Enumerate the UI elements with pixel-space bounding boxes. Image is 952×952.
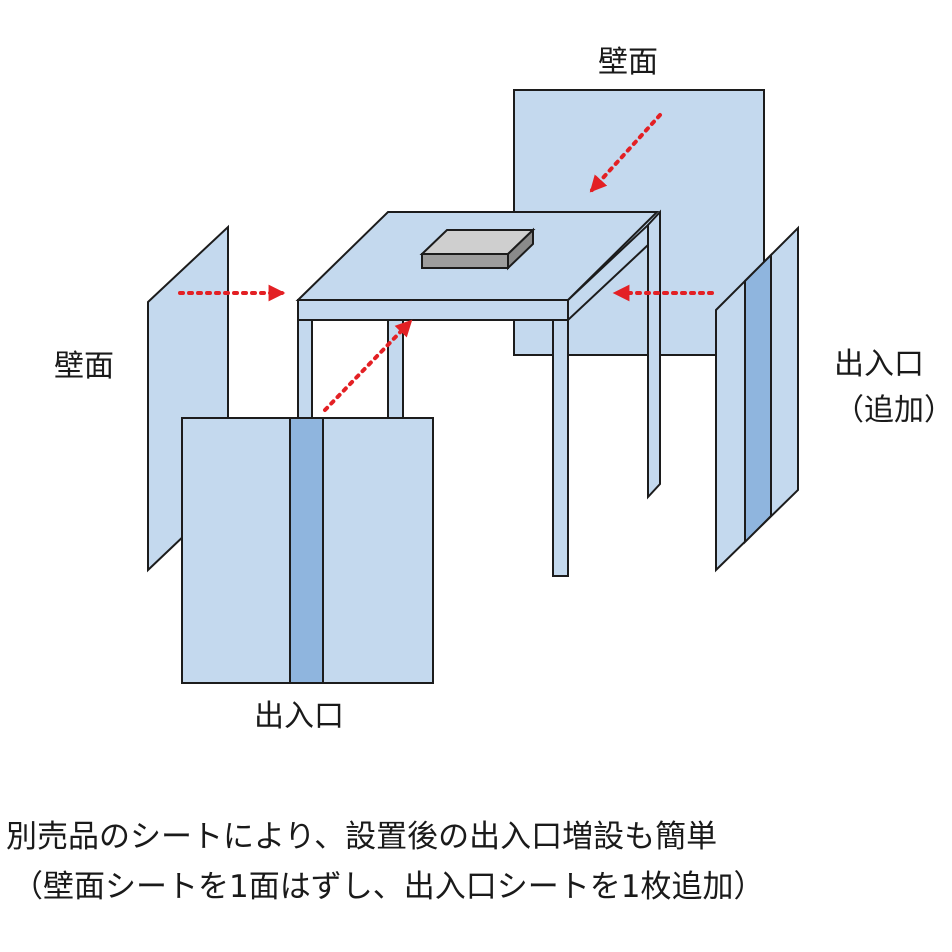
front-entrance-slit xyxy=(289,417,324,684)
table-leg-back-right xyxy=(647,209,661,500)
label-back-wall: 壁面 xyxy=(598,45,658,80)
arrow-front-entrance xyxy=(323,319,413,412)
table-leg-front-left xyxy=(297,319,313,419)
caption-line-2: （壁面シートを1面はずし、出入口シートを1枚追加） xyxy=(12,869,765,905)
label-right-entrance-note: （追加） xyxy=(834,393,952,428)
caption-line-1: 別売品のシートにより、設置後の出入口増設も簡単 xyxy=(6,819,718,855)
arrow-back-wall xyxy=(589,113,662,193)
box-side xyxy=(507,227,534,271)
label-front-entrance: 出入口 xyxy=(254,699,344,734)
label-right-entrance: 出入口 xyxy=(834,347,924,382)
right-entrance-slit xyxy=(744,252,772,545)
table-leg-front-right xyxy=(552,297,569,577)
label-left-wall: 壁面 xyxy=(54,349,114,384)
booth-diagram xyxy=(147,89,799,684)
box-front xyxy=(421,253,509,269)
table-front-apron xyxy=(297,299,569,321)
